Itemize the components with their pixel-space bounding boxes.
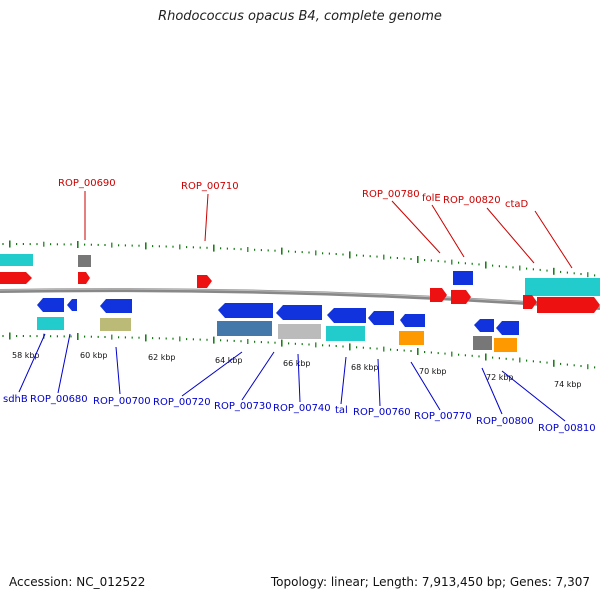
genome-axis-highlight <box>0 288 600 308</box>
leader-sdhb <box>18 333 46 393</box>
gene-reverse-rop00760[interactable] <box>368 311 394 325</box>
label-rop00720: ROP_00720 <box>153 397 211 408</box>
gene-reverse-rop00810[interactable] <box>496 321 519 335</box>
gene-gray-rop00690[interactable] <box>78 255 91 267</box>
gene-forward-ctad[interactable] <box>537 297 600 313</box>
scale-label: 74 kbp <box>554 380 582 389</box>
scale-label: 58 kbp <box>12 351 40 360</box>
label-rop00800: ROP_00800 <box>476 416 534 427</box>
reverse-labels: sdhB ROP_00680 ROP_00700 ROP_00720 ROP_0… <box>3 394 596 434</box>
upper-tick-track <box>2 240 596 278</box>
gene-lightgray-rop00740[interactable] <box>278 324 321 339</box>
leader-tal <box>340 356 347 405</box>
leader-rop00680 <box>57 333 71 394</box>
scale-label: 62 kbp <box>148 353 176 362</box>
lower-tick-track <box>2 332 596 370</box>
label-rop00710: ROP_00710 <box>181 181 239 192</box>
scale-label: 60 kbp <box>80 351 108 360</box>
label-rop00810: ROP_00810 <box>538 423 596 434</box>
leader-rop00710 <box>204 193 209 242</box>
scale-label: 66 kbp <box>283 359 311 368</box>
gene-reverse-sdhb[interactable] <box>37 298 64 312</box>
scale-label: 68 kbp <box>351 363 379 372</box>
accession-text: Accession: NC_012522 <box>9 575 146 589</box>
reverse-leader-lines <box>18 333 566 422</box>
label-rop00690: ROP_00690 <box>58 178 116 189</box>
gene-steel-rop00720[interactable] <box>217 321 272 336</box>
forward-leader-lines <box>84 191 573 269</box>
reverse-genes <box>37 298 519 352</box>
gene-reverse-rop00680[interactable] <box>67 299 77 311</box>
label-tal: tal <box>335 405 348 416</box>
genome-info-text: Topology: linear; Length: 7,913,450 bp; … <box>270 575 590 589</box>
label-ctad: ctaD <box>505 199 529 210</box>
gene-forward-rop00780[interactable] <box>430 288 447 302</box>
gene-cyan-sdhb[interactable] <box>37 317 64 330</box>
forward-labels: ROP_00690 ROP_00710 ROP_00780 folE ROP_0… <box>58 178 529 210</box>
leader-rop00780 <box>391 200 441 254</box>
scale-label: 64 kbp <box>215 356 243 365</box>
leader-rop00810 <box>501 370 566 422</box>
leader-rop00820 <box>486 207 535 264</box>
gene-forward-rop00820[interactable] <box>523 295 537 309</box>
leader-rop00740 <box>297 353 301 403</box>
leader-rop00700 <box>115 346 121 395</box>
gene-forward-rop00710[interactable] <box>197 275 212 288</box>
label-rop00770: ROP_00770 <box>414 411 472 422</box>
gene-reverse-rop00720[interactable] <box>218 303 273 318</box>
leader-rop00760 <box>377 358 381 407</box>
label-rop00780: ROP_00780 <box>362 189 420 200</box>
gene-forward-fole[interactable] <box>451 290 471 304</box>
leader-rop00770 <box>410 361 441 411</box>
label-rop00700: ROP_00700 <box>93 396 151 407</box>
gene-reverse-rop00730[interactable] <box>276 305 322 320</box>
gene-khaki-rop00700[interactable] <box>100 318 131 331</box>
gene-cyan-left-top[interactable] <box>0 254 33 266</box>
gene-cyan-tal[interactable] <box>326 326 365 341</box>
leader-rop00800 <box>481 367 503 415</box>
gene-orange-rop00810[interactable] <box>494 338 517 352</box>
gene-orange-rop00770[interactable] <box>399 331 424 345</box>
label-rop00730: ROP_00730 <box>214 401 272 412</box>
label-fole: folE <box>422 193 441 204</box>
gene-reverse-fole[interactable] <box>453 271 473 285</box>
scale-label: 72 kbp <box>486 373 514 382</box>
label-rop00740: ROP_00740 <box>273 403 331 414</box>
label-rop00760: ROP_00760 <box>353 407 411 418</box>
leader-ctad <box>534 210 573 269</box>
scale-labels: 58 kbp 60 kbp 62 kbp 64 kbp 66 kbp 68 kb… <box>12 351 582 389</box>
leader-rop00720 <box>181 351 243 397</box>
gene-gray-rop00800[interactable] <box>473 336 492 350</box>
gene-cyan-ctad[interactable] <box>525 278 600 296</box>
genome-axis <box>0 288 600 310</box>
gene-reverse-tal[interactable] <box>327 308 366 323</box>
forward-genes <box>0 254 600 313</box>
scale-label: 70 kbp <box>419 367 447 376</box>
label-sdhb: sdhB <box>3 394 28 405</box>
leader-rop00730 <box>241 351 275 401</box>
gene-reverse-rop00700[interactable] <box>100 299 132 313</box>
gene-forward-left[interactable] <box>0 272 32 284</box>
map-title: Rhodococcus opacus B4, complete genome <box>158 9 442 24</box>
gene-reverse-rop00800[interactable] <box>474 319 494 332</box>
label-rop00680: ROP_00680 <box>30 394 88 405</box>
label-rop00820: ROP_00820 <box>443 195 501 206</box>
leader-fole <box>431 204 465 258</box>
gene-forward-rop00690[interactable] <box>78 272 90 284</box>
gene-reverse-rop00770[interactable] <box>400 314 425 327</box>
